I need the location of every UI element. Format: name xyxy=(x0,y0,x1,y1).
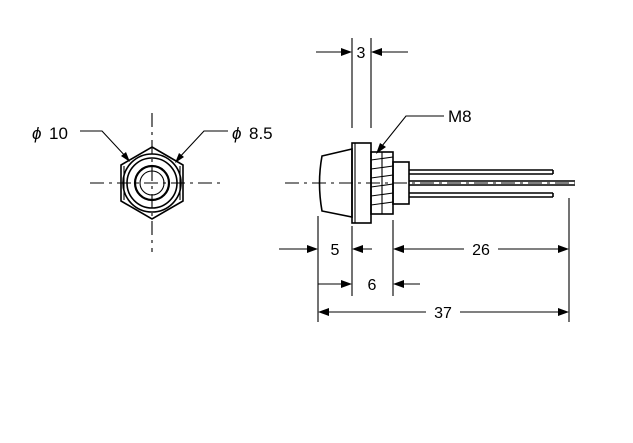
bezel-outer-circle xyxy=(122,153,182,213)
leader-outer-diameter xyxy=(80,130,129,160)
outer-diameter-symbol: ϕ xyxy=(32,124,41,143)
thread-label: M8 xyxy=(448,107,472,126)
inner-diameter-label: 8.5 xyxy=(249,124,273,143)
lens-length-label: 5 xyxy=(331,242,340,259)
leader-inner-diameter xyxy=(176,130,228,161)
dimension-flange-width: 3 xyxy=(316,45,408,62)
rear-housing xyxy=(392,161,410,205)
side-view: 3 M8 5 26 6 xyxy=(279,38,575,322)
hex-nut-outline xyxy=(120,146,184,220)
leader-arrow xyxy=(121,152,130,162)
leader-thread xyxy=(377,115,444,152)
lead-wires xyxy=(409,169,575,198)
lens-body xyxy=(318,147,353,218)
front-view: ϕ 10 ϕ 8.5 xyxy=(32,113,273,252)
dimension-lens-length: 5 xyxy=(279,242,372,259)
outer-diameter-label: 10 xyxy=(49,124,68,143)
thread-length-label: 6 xyxy=(368,277,377,294)
flange-width-label: 3 xyxy=(357,45,366,62)
leader-arrow xyxy=(175,153,184,163)
dimension-thread-length: 6 xyxy=(318,277,420,294)
lens-center-circle xyxy=(139,170,165,196)
lead-length-label: 26 xyxy=(472,242,490,259)
overall-length-label: 37 xyxy=(434,305,452,322)
dimension-overall-length: 37 xyxy=(318,305,569,322)
leader-arrow xyxy=(376,143,386,154)
inner-diameter-symbol: ϕ xyxy=(232,124,241,143)
bezel-inner-circle xyxy=(126,157,178,209)
lens-circle xyxy=(133,164,171,202)
dimension-lead-length: 26 xyxy=(393,242,569,259)
